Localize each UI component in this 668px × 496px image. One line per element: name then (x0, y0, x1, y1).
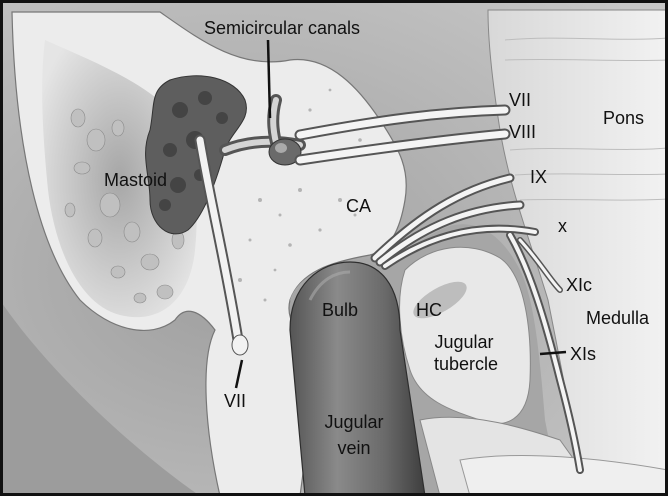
label-ca: CA (346, 196, 371, 216)
label-x: x (558, 216, 567, 236)
label-viii: VIII (509, 122, 536, 142)
label-jugular-tubercle-line2: tubercle (434, 354, 498, 374)
label-jugular-vein-line1: Jugular (324, 412, 383, 432)
label-pons: Pons (603, 108, 644, 128)
label-hc: HC (416, 300, 442, 320)
label-ix: IX (530, 167, 547, 187)
label-vii-bottom: VII (224, 391, 246, 411)
label-jugular-tubercle-line1: Jugular (434, 332, 493, 352)
label-vii-top: VII (509, 90, 531, 110)
label-bulb: Bulb (322, 300, 358, 320)
label-xis: XIs (570, 344, 596, 364)
label-mastoid: Mastoid (104, 170, 167, 190)
label-xic: XIc (566, 275, 592, 295)
label-medulla: Medulla (586, 308, 650, 328)
label-semicircular-canals: Semicircular canals (204, 18, 360, 38)
label-jugular-vein-line2: vein (337, 438, 370, 458)
